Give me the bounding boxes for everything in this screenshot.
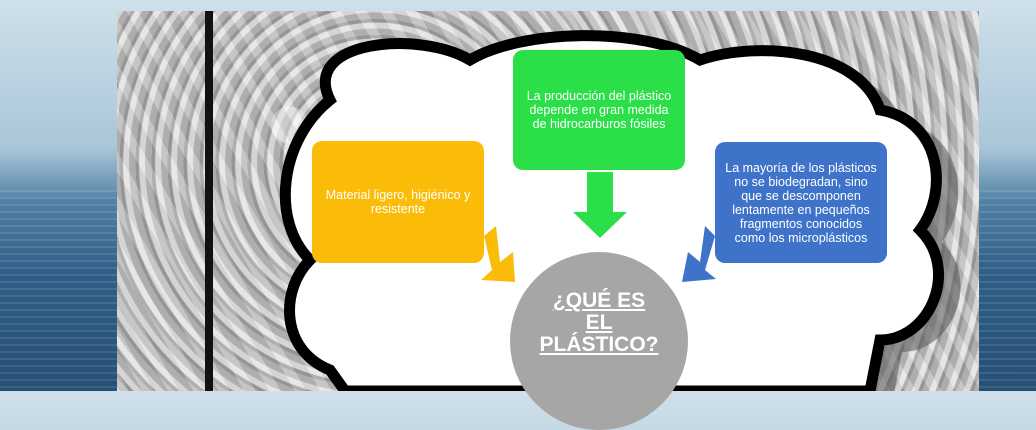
green-arrow — [573, 172, 627, 238]
box-material-properties-text: Material ligero, higiénico y resistente — [325, 188, 471, 216]
cloud-shape — [279, 30, 961, 391]
box-material-properties: Material ligero, higiénico y resistente — [312, 141, 484, 263]
box-microplastics-text: La mayoría de los plásticos no se biodeg… — [725, 160, 877, 245]
center-title-line-2: EL — [585, 311, 613, 334]
box-fossil-fuels-text: La producción del plástico depende en gr… — [526, 89, 672, 131]
yellow-arrow — [481, 226, 515, 282]
box-fossil-fuels: La producción del plástico depende en gr… — [513, 50, 685, 170]
center-title-line-1: ¿QUÉ ES — [552, 289, 646, 312]
center-title: ¿QUÉ ES EL PLÁSTICO? — [510, 290, 688, 356]
center-title-line-3: PLÁSTICO? — [539, 333, 659, 356]
vertical-divider-line — [205, 11, 213, 391]
blue-arrow — [682, 226, 716, 282]
box-microplastics: La mayoría de los plásticos no se biodeg… — [715, 142, 887, 263]
